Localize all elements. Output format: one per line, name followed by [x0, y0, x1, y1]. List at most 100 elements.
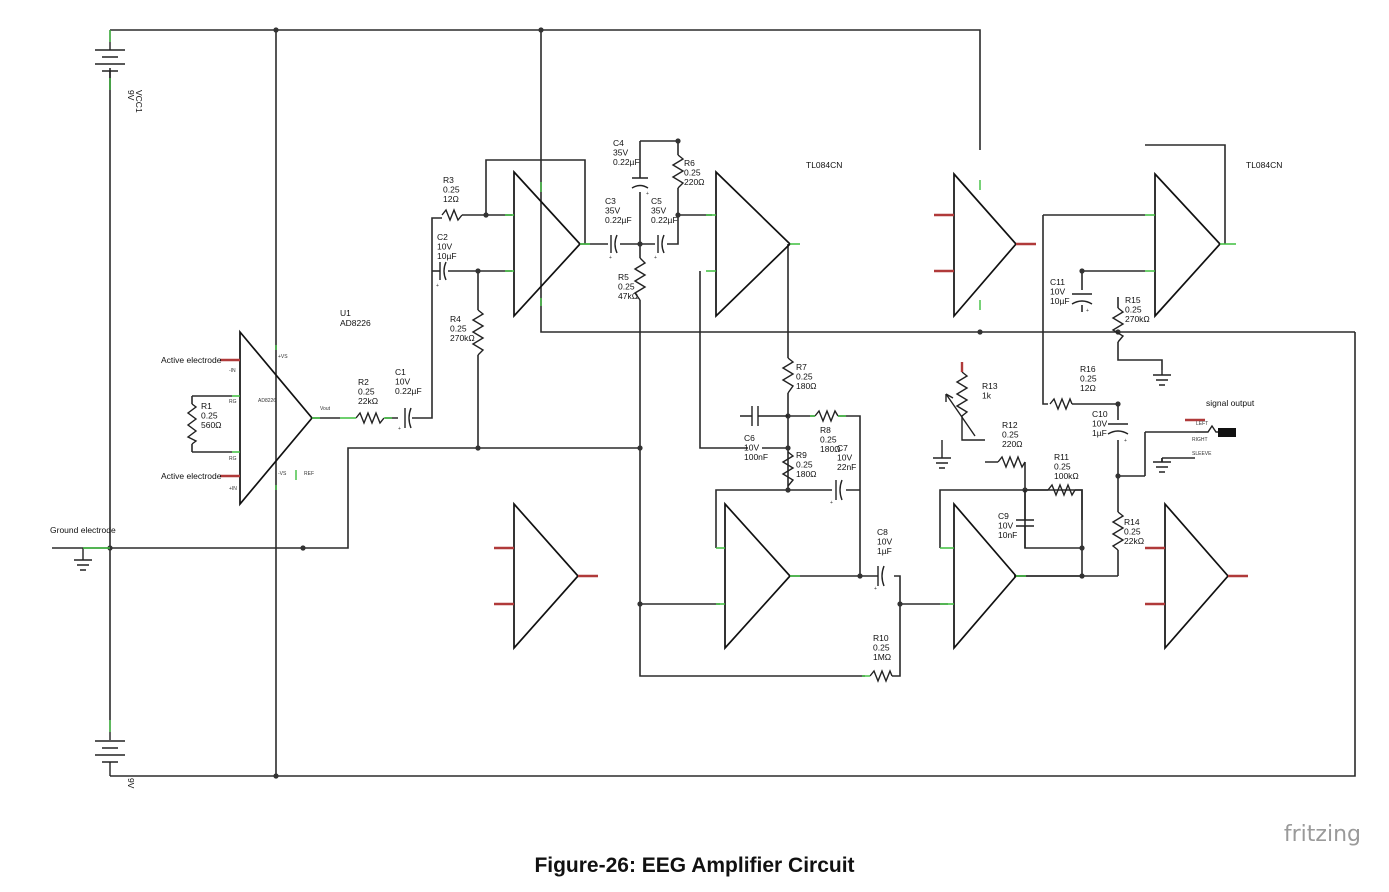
c7-ref-label: C7 — [837, 443, 848, 453]
r8-ref-label: R8 — [820, 425, 831, 435]
c6-value-label: 100nF — [744, 452, 768, 462]
capacitor-c1: + — [398, 407, 412, 432]
audio-jack: LEFT RIGHT SLEEVE — [1185, 418, 1236, 457]
r16-value-label: 0.25 — [1080, 374, 1097, 384]
r10-value-label: 0.25 — [873, 643, 890, 653]
resistor-r14 — [1111, 511, 1125, 551]
opamp-right-part: TL084CN — [1246, 160, 1282, 170]
svg-text:+: + — [609, 255, 612, 261]
opamp-3 — [934, 171, 1036, 319]
battery-top-label: VCC1 — [134, 90, 144, 113]
svg-text:+: + — [1086, 308, 1089, 314]
c11-ref-label: C11 — [1050, 277, 1065, 287]
r3-ref-label: R3 — [443, 175, 454, 185]
r16-value-label: 12Ω — [1080, 383, 1096, 393]
capacitor-c11: + — [1071, 293, 1093, 314]
r14-value-label: 22kΩ — [1124, 536, 1144, 546]
r5-ref-label: R5 — [618, 272, 629, 282]
c1-value-label: 0.22µF — [395, 386, 422, 396]
c10-value-label: 10V — [1092, 419, 1107, 429]
resistor-r1 — [186, 403, 198, 445]
r1-value-label: 560Ω — [201, 420, 222, 430]
opamp-4 — [1145, 171, 1236, 319]
r3-value-label: 12Ω — [443, 194, 459, 204]
resistor-r10 — [862, 669, 893, 683]
svg-text:LEFT: LEFT — [1196, 421, 1208, 427]
c1-ref-label: C1 — [395, 367, 406, 377]
r9-value-label: 180Ω — [796, 469, 817, 479]
capacitor-c4: + — [631, 177, 649, 197]
r7-value-label: 0.25 — [796, 372, 813, 382]
resistor-r9 — [781, 451, 795, 487]
svg-text:+: + — [436, 283, 439, 289]
c9-value-label: 10V — [998, 521, 1013, 531]
svg-text:Vout: Vout — [320, 406, 331, 412]
c8-ref-label: C8 — [877, 527, 888, 537]
svg-text:+: + — [874, 586, 877, 592]
r10-value-label: 1MΩ — [873, 652, 891, 662]
c3-value-label: 35V — [605, 206, 620, 216]
r5-value-label: 47kΩ — [618, 291, 638, 301]
svg-text:RG: RG — [229, 399, 237, 405]
capacitor-c9 — [1016, 490, 1034, 548]
resistor-r4 — [471, 309, 485, 356]
capacitor-c6 — [740, 406, 788, 426]
potentiometer-r13 — [945, 362, 985, 441]
capacitor-c10: + — [1107, 423, 1129, 444]
c6-value-label: 10V — [744, 443, 759, 453]
svg-text:+IN: +IN — [229, 486, 237, 492]
capacitor-c2: + — [436, 261, 447, 289]
r3-value-label: 0.25 — [443, 185, 460, 195]
r8-value-label: 0.25 — [820, 435, 837, 445]
c2-value-label: 10V — [437, 242, 452, 252]
c7-value-label: 10V — [837, 453, 852, 463]
r9-value-label: 0.25 — [796, 460, 813, 470]
c4-value-label: 35V — [613, 148, 628, 158]
r10-ref-label: R10 — [873, 633, 889, 643]
r11-ref-label: R11 — [1054, 452, 1069, 462]
resistor-r11 — [1047, 483, 1076, 497]
c2-value-label: 10µF — [437, 251, 457, 261]
component-labels: R10.25560ΩR20.2522kΩC110V0.22µFR30.2512Ω… — [201, 138, 1150, 662]
c3-value-label: 0.22µF — [605, 215, 632, 225]
c2-ref-label: C2 — [437, 232, 448, 242]
ground-r15 — [1153, 370, 1171, 386]
c3-ref-label: C3 — [605, 196, 616, 206]
signal-output-label: signal output — [1206, 398, 1255, 408]
r2-value-label: 22kΩ — [358, 396, 378, 406]
ground-jack — [1153, 458, 1171, 473]
resistor-r6 — [671, 154, 685, 189]
resistor-r5 — [633, 257, 647, 301]
r6-ref-label: R6 — [684, 158, 695, 168]
ground-electrode-label: Ground electrode — [50, 525, 116, 535]
resistor-r16 — [1049, 397, 1073, 411]
c1-value-label: 10V — [395, 377, 410, 387]
r6-value-label: 0.25 — [684, 168, 701, 178]
battery-bottom-label: 9V — [126, 778, 136, 789]
svg-text:+VS: +VS — [278, 354, 288, 360]
ground-r13 — [933, 440, 951, 469]
r6-value-label: 220Ω — [684, 177, 705, 187]
r4-ref-label: R4 — [450, 314, 461, 324]
ad8226-amplifier: -IN RG RG +IN +VS -VS Vout REF AD8226 — [191, 329, 331, 507]
c10-value-label: 1µF — [1092, 428, 1107, 438]
r1-value-label: 0.25 — [201, 411, 218, 421]
resistor-r12 — [997, 455, 1026, 469]
svg-text:AD8226: AD8226 — [258, 398, 276, 404]
capacitor-c3: + — [609, 234, 618, 261]
junctions — [107, 27, 1121, 779]
resistor-r3 — [441, 208, 463, 222]
active-electrode-bottom-label: Active electrode — [161, 471, 222, 481]
c11-value-label: 10µF — [1050, 296, 1070, 306]
battery-bottom: 9V — [95, 720, 136, 789]
r5-value-label: 0.25 — [618, 282, 635, 292]
c8-value-label: 1µF — [877, 546, 892, 556]
svg-text:+: + — [646, 191, 649, 197]
c10-ref-label: C10 — [1092, 409, 1108, 419]
r15-value-label: 270kΩ — [1125, 314, 1150, 324]
svg-text:+: + — [1124, 438, 1127, 444]
c9-ref-label: C9 — [998, 511, 1009, 521]
svg-text:+: + — [830, 500, 833, 506]
c11-value-label: 10V — [1050, 287, 1065, 297]
